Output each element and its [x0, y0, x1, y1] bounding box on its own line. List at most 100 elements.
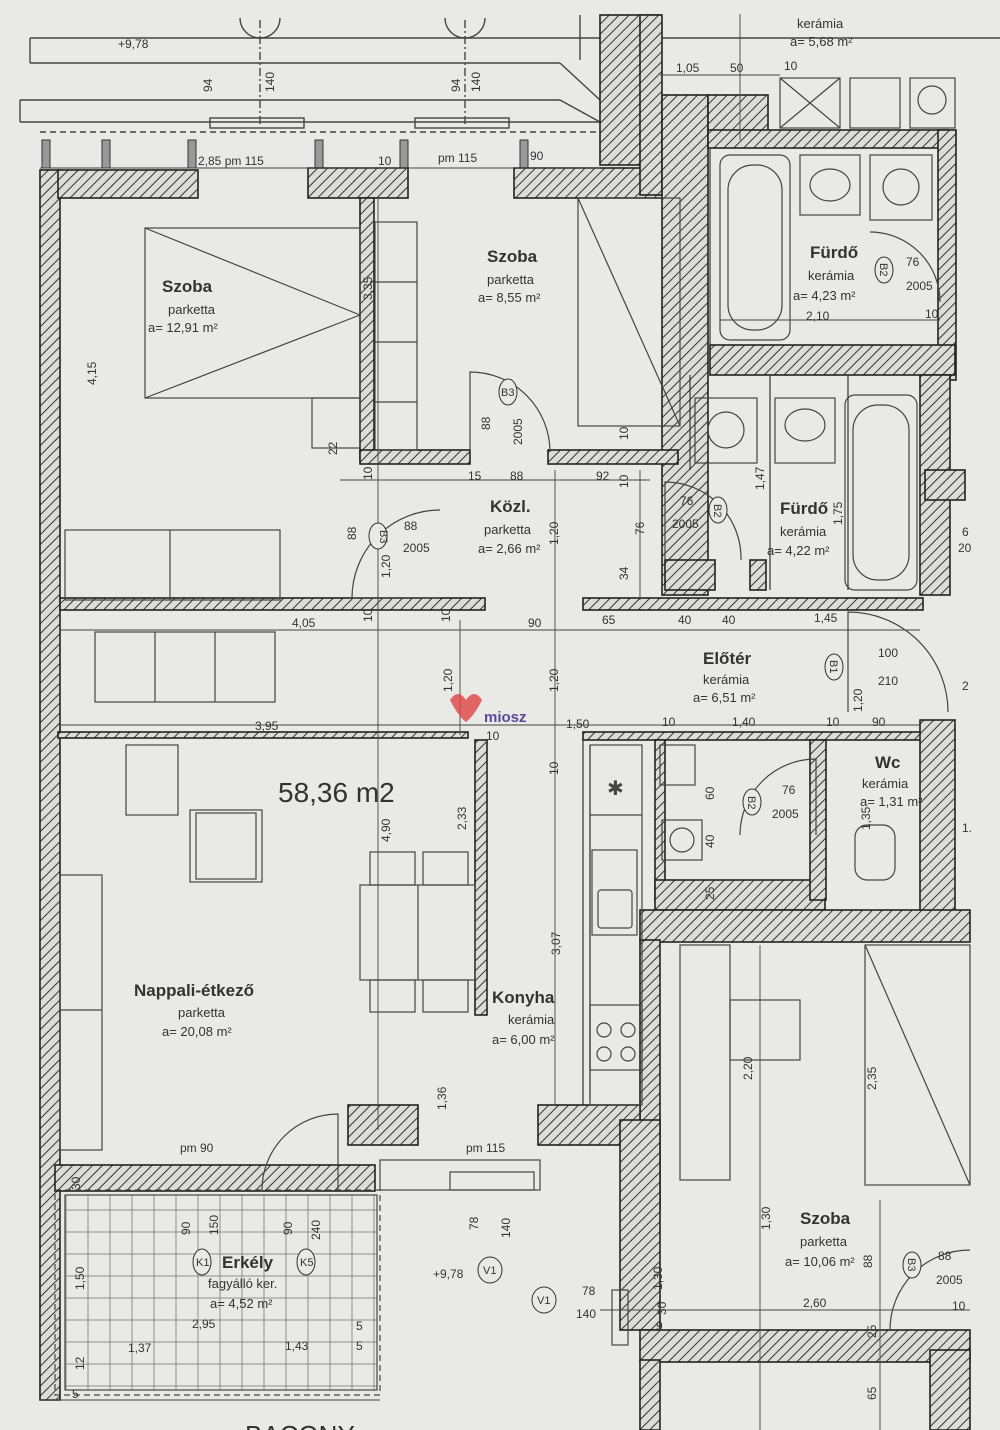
radiators: [41, 139, 529, 169]
svg-text:1,45: 1,45: [814, 611, 838, 625]
svg-text:kerámia: kerámia: [703, 672, 750, 687]
svg-text:Konyha: Konyha: [492, 988, 555, 1007]
washing-machine-icon: [869, 154, 933, 221]
svg-text:B3: B3: [501, 387, 514, 399]
svg-text:+9,78: +9,78: [433, 1267, 464, 1281]
svg-text:9: 9: [656, 1319, 663, 1333]
svg-text:Wc: Wc: [875, 753, 901, 772]
svg-text:6: 6: [962, 525, 969, 539]
svg-text:22: 22: [326, 441, 340, 455]
svg-text:B3: B3: [905, 1258, 917, 1271]
svg-text:5: 5: [356, 1319, 363, 1333]
svg-text:50: 50: [730, 61, 744, 75]
svg-text:1,36: 1,36: [435, 1086, 449, 1110]
sink-icon: [591, 849, 638, 936]
wardrobe-icon: [679, 944, 731, 1181]
room-kozl: Közl. parketta a= 2,66 m²: [478, 497, 541, 556]
svg-text:parketta: parketta: [484, 522, 532, 537]
svg-text:5: 5: [72, 1387, 79, 1401]
svg-text:65: 65: [602, 613, 616, 627]
svg-text:1,37: 1,37: [128, 1341, 152, 1355]
svg-text:76: 76: [633, 521, 647, 535]
svg-text:3,95: 3,95: [255, 719, 279, 733]
svg-text:1,20: 1,20: [547, 668, 561, 692]
svg-text:76: 76: [782, 783, 796, 797]
svg-text:210: 210: [878, 674, 898, 688]
svg-text:140: 140: [576, 1307, 596, 1321]
svg-text:parketta: parketta: [800, 1234, 848, 1249]
svg-text:90: 90: [530, 149, 544, 163]
svg-text:1,50: 1,50: [566, 717, 590, 731]
svg-text:Előtér: Előtér: [703, 649, 752, 668]
svg-text:88: 88: [345, 526, 359, 540]
svg-text:1,40: 1,40: [732, 715, 756, 729]
svg-text:88: 88: [404, 519, 418, 533]
top-frame: [19, 15, 1000, 133]
svg-text:1,20: 1,20: [441, 668, 455, 692]
svg-text:B2: B2: [745, 796, 757, 809]
svg-text:90: 90: [179, 1221, 193, 1235]
svg-text:1,20: 1,20: [547, 521, 561, 545]
svg-text:150: 150: [207, 1215, 221, 1235]
cabinet-icon: [59, 874, 103, 1151]
svg-text:10: 10: [378, 154, 392, 168]
svg-text:76: 76: [906, 255, 920, 269]
svg-text:Erkély: Erkély: [222, 1253, 274, 1272]
svg-text:2,33: 2,33: [455, 806, 469, 830]
door-tag-circles: [192, 256, 922, 1314]
dimension-lines: [40, 14, 970, 1430]
svg-text:pm 115: pm 115: [438, 151, 477, 165]
svg-text:90: 90: [528, 616, 542, 630]
svg-text:100: 100: [878, 646, 898, 660]
svg-text:a= 5,68 m²: a= 5,68 m²: [790, 34, 853, 49]
svg-text:Fürdő: Fürdő: [780, 499, 828, 518]
door-b2-icon: [739, 758, 817, 836]
room-szoba3: Szoba parketta a= 10,06 m²: [785, 1209, 855, 1269]
svg-text:pm 115: pm 115: [466, 1141, 505, 1155]
svg-text:fagyálló ker.: fagyálló ker.: [208, 1276, 277, 1291]
svg-text:✱: ✱: [607, 776, 624, 800]
svg-text:30: 30: [655, 1301, 669, 1315]
svg-text:a= 4,22 m²: a= 4,22 m²: [767, 543, 830, 558]
svg-text:10: 10: [361, 608, 375, 622]
svg-text:88: 88: [510, 469, 524, 483]
svg-text:1,30: 1,30: [759, 1206, 773, 1230]
svg-text:Szoba: Szoba: [162, 277, 213, 296]
svg-text:60: 60: [703, 786, 717, 800]
svg-text:76: 76: [680, 494, 694, 508]
room-furdo2: Fürdő kerámia a= 4,22 m²: [767, 499, 830, 558]
svg-text:94: 94: [201, 78, 215, 92]
svg-text:Szoba: Szoba: [487, 247, 538, 266]
bathtub-icon: [844, 394, 918, 591]
svg-text:a= 12,91 m²: a= 12,91 m²: [148, 320, 218, 335]
svg-text:1,75: 1,75: [831, 501, 845, 525]
svg-text:10: 10: [952, 1299, 966, 1313]
svg-text:Nappali-étkező: Nappali-étkező: [134, 981, 254, 1000]
svg-text:90: 90: [281, 1221, 295, 1235]
armchair-icon: [189, 809, 263, 883]
svg-text:25: 25: [703, 886, 717, 900]
svg-text:10: 10: [439, 608, 453, 622]
svg-text:1,47: 1,47: [753, 466, 767, 490]
toilet-icon: [854, 824, 896, 881]
svg-text:4,15: 4,15: [85, 361, 99, 385]
svg-text:10: 10: [361, 466, 375, 480]
svg-text:4,05: 4,05: [292, 616, 316, 630]
room-erkely: Erkély fagyálló ker. a= 4,52 m²: [208, 1253, 277, 1311]
svg-text:2005: 2005: [772, 807, 799, 821]
svg-text:a= 20,08 m²: a= 20,08 m²: [162, 1024, 232, 1039]
svg-text:10: 10: [617, 426, 631, 440]
armchair-icon: [125, 744, 179, 816]
room-nappali: Nappali-étkező parketta a= 20,08 m²: [134, 981, 254, 1039]
svg-text:2,85 pm 115: 2,85 pm 115: [198, 154, 264, 168]
svg-text:a= 2,66 m²: a= 2,66 m²: [478, 541, 541, 556]
svg-text:2005: 2005: [936, 1273, 963, 1287]
svg-text:240: 240: [309, 1220, 323, 1240]
svg-text:2005: 2005: [403, 541, 430, 555]
svg-text:88: 88: [479, 416, 493, 430]
svg-text:2,10: 2,10: [806, 309, 830, 323]
svg-text:1,43: 1,43: [285, 1339, 309, 1353]
svg-text:78: 78: [467, 1216, 481, 1230]
bottom-label: BACONY: [245, 1420, 355, 1430]
